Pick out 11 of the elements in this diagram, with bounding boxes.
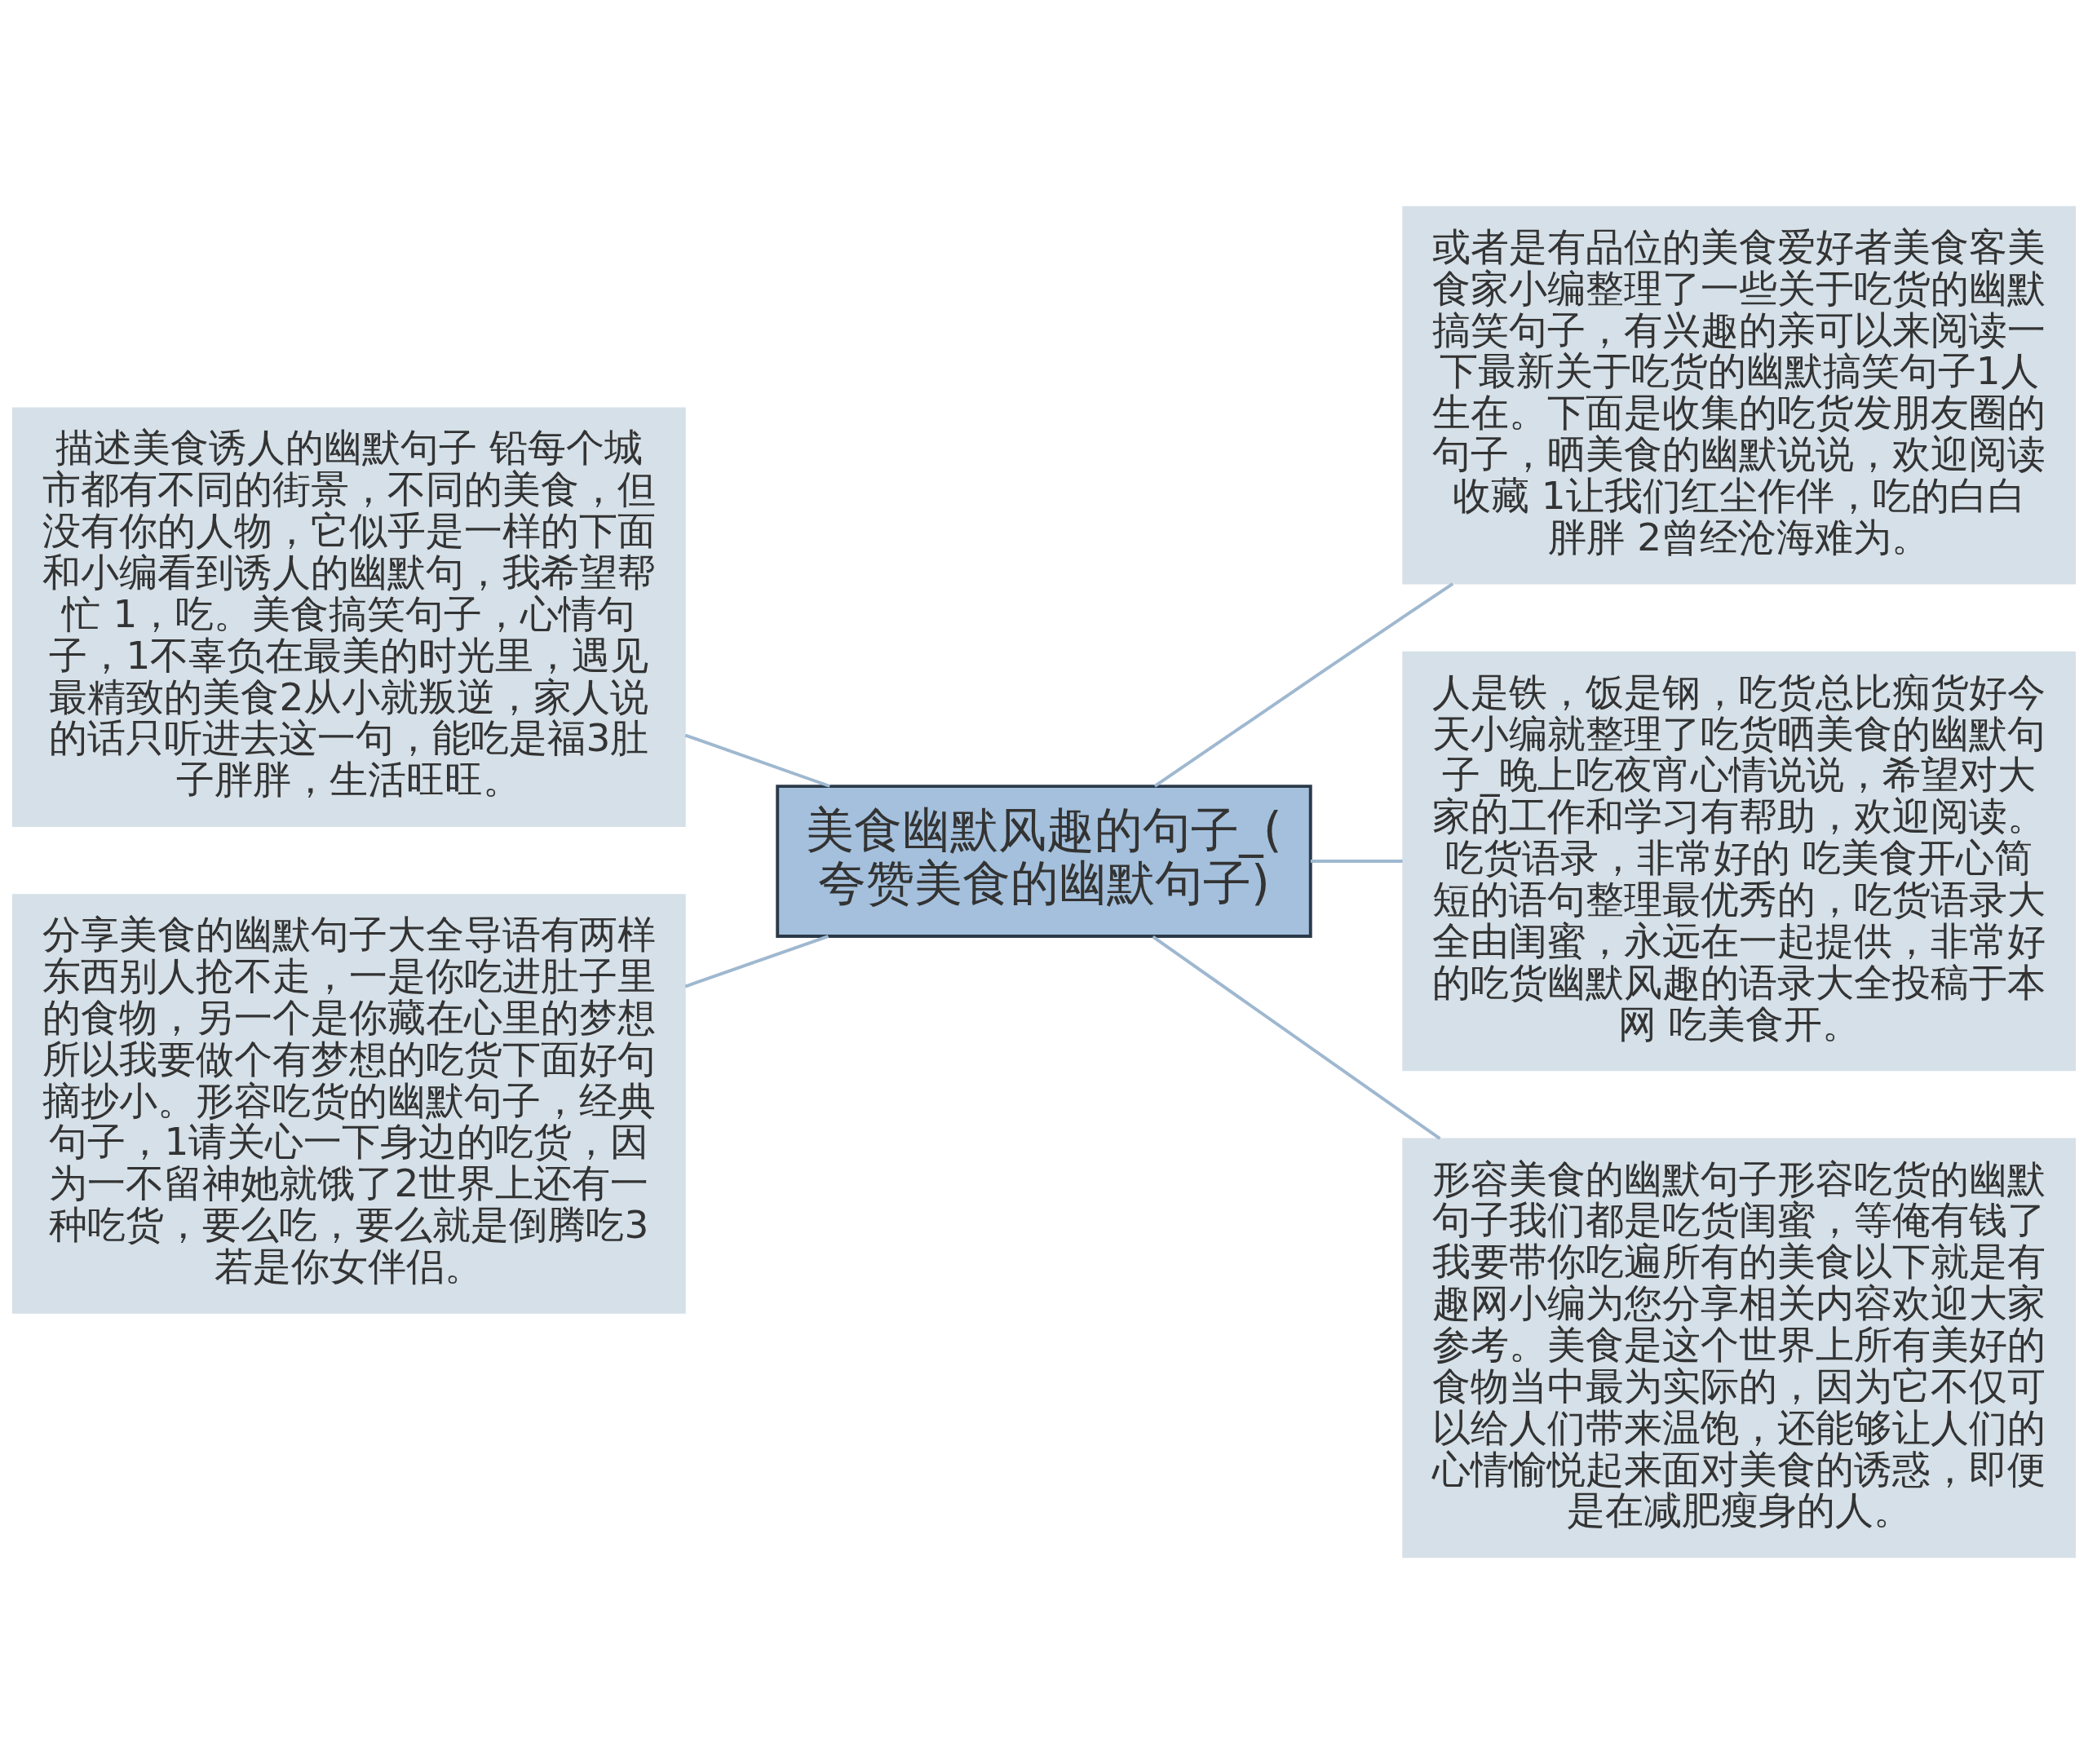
- connector: [684, 935, 829, 988]
- connector: [1152, 935, 1441, 1140]
- node-box: 形容美食的幽默句子形容吃货的幽默句子我们都是吃货闺蜜，等俺有钱了我要带你吃遍所有的美食以下就是有趣网小编为您分享相关内容欢迎大家参考。美食是这个世界上所有美好的食物当中最为实际的，因为它不仅可以给人们带来温饱，还能够让人们的心情愉悦起来面对美食的诱惑，即便是在减肥瘦身的人。: [1402, 1138, 2076, 1558]
- connector: [1310, 860, 1403, 863]
- node-box: 或者是有品位的美食爱好者美食客美食家小编整理了一些关于吃货的幽默搞笑句子，有兴趣的亲可以来阅读一下最新关于吃货的幽默搞笑句子1人生在。下面是收集的吃货发朋友圈的句子，晒美食的幽默说说，欢迎阅读收藏 1让我们红尘作伴，吃的白白胖胖 2曾经沧海难为。: [1402, 206, 2076, 585]
- connector: [684, 733, 830, 788]
- node-box: 分享美食的幽默句子大全导语有两样东西别人抢不走，一是你吃进肚子里的食物，另一个是你藏在心里的梦想所以我要做个有梦想的吃货下面好句摘抄小。形容吃货的幽默句子，经典句子，1请关心一下身边的吃货，因为一不留神她就饿了2世界上还有一种吃货，要么吃，要么就是倒腾吃3若是你女伴侣。: [12, 894, 686, 1314]
- node-box: 人是铁，饭是钢，吃货总比痴货好今天小编就整理了吃货晒美食的幽默句子_晚上吃夜宵心情说说，希望对大家的工作和学习有帮助，欢迎阅读。吃货语录，非常好的 吃美食开心简短的语句整理最优秀的，吃货语录大全由闺蜜，永远在一起提供，非常好的吃货幽默风趣的语录大全投稿于本网 吃美食开。: [1402, 651, 2076, 1072]
- node-box: 美食幽默风趣的句子_(夸赞美食的幽默句子): [776, 785, 1312, 938]
- node-box: 描述美食诱人的幽默句子 铅每个城市都有不同的街景，不同的美食，但没有你的人物，它似乎是一样的下面和小编看到诱人的幽默句，我希望帮忙 1，吃。美食搞笑句子，心情句子，1不辜负在最美的时光里，遇见最精致的美食2从小就叛逆，家人说的话只听进去这一句，能吃是福3肚子胖胖，生活旺旺。: [12, 407, 686, 827]
- connector: [1153, 582, 1454, 788]
